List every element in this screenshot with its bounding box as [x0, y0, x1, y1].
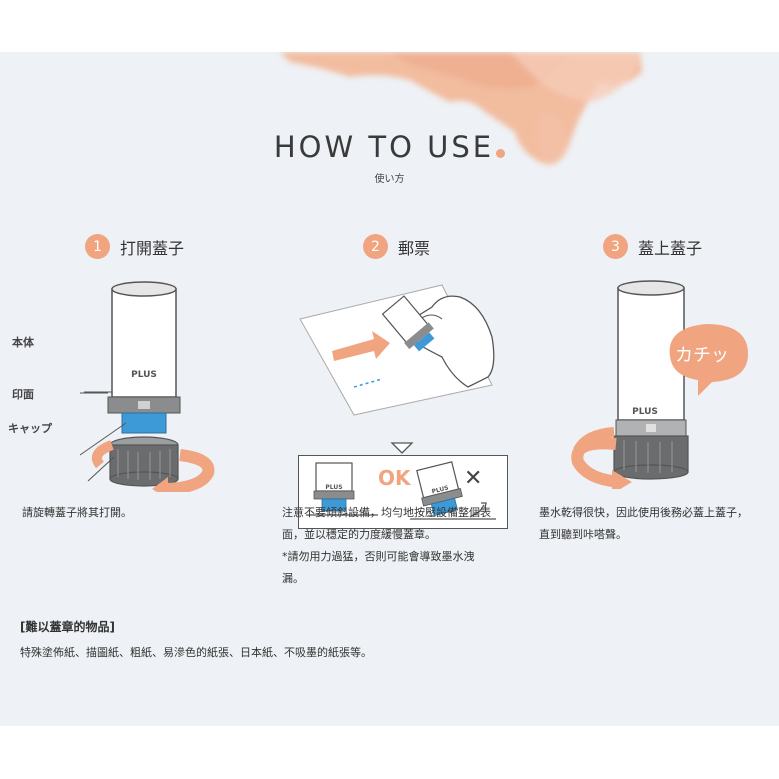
- step-1-brand: PLUS: [131, 370, 157, 380]
- step-1-number: 1: [85, 234, 110, 259]
- watercolor-splash: [280, 52, 642, 165]
- step-2-label: 郵票: [398, 238, 431, 258]
- title-dot: [496, 149, 506, 158]
- step-3-heading: 3 蓋上蓋子: [603, 234, 702, 259]
- step-3-label: 蓋上蓋子: [638, 238, 703, 258]
- step-1-illustration: PLUS: [79, 281, 215, 492]
- ng-label: ✕: [464, 466, 482, 491]
- ok-label: OK: [378, 466, 412, 490]
- step-2-heading: 2 郵票: [363, 234, 430, 259]
- step-2-description: 注意不要傾斜設備，均勻地按壓設備整個表 面，並以穩定的力度緩慢蓋章。 *請勿用力…: [282, 506, 491, 585]
- ok-stamp-brand: PLUS: [325, 484, 342, 491]
- callout-cap: キャップ: [8, 422, 52, 435]
- step-1-heading: 1 打開蓋子: [85, 234, 184, 259]
- click-bubble-text: カチッ: [675, 345, 729, 366]
- note-title: [難以蓋章的物品]: [20, 620, 115, 634]
- callout-body: 本体: [12, 336, 34, 349]
- ng-stamp-brand: PLUS: [431, 484, 449, 495]
- step-1-description: 請旋轉蓋子將其打開。: [22, 506, 132, 519]
- note-text: 特殊塗佈紙、描圖紙、粗紙、易滲色的紙張、日本紙、不吸墨的紙張等。: [20, 646, 372, 659]
- step-2-number: 2: [363, 234, 388, 259]
- callout-stamp-face: 印面: [12, 388, 34, 401]
- page-title: HOW TO USE: [0, 130, 779, 164]
- step-3-brand: PLUS: [632, 407, 658, 417]
- step-3-number: 3: [603, 234, 628, 259]
- ok-ng-diagram: PLUS OK PLUS ✕: [306, 461, 496, 520]
- how-to-use-panel: HOW TO USE 使い方 1 打開蓋子 PLUS 本体: [0, 52, 779, 726]
- page-subtitle: 使い方: [374, 174, 405, 185]
- step-1-label: 打開蓋子: [120, 238, 185, 258]
- step-2-illustration: [299, 284, 495, 454]
- step-3-illustration: PLUS: [571, 280, 748, 489]
- step-3-description: 墨水乾得很快，因此使用後務必蓋上蓋子， 直到聽到咔嗒聲。: [539, 506, 748, 541]
- body-top: [111, 281, 177, 297]
